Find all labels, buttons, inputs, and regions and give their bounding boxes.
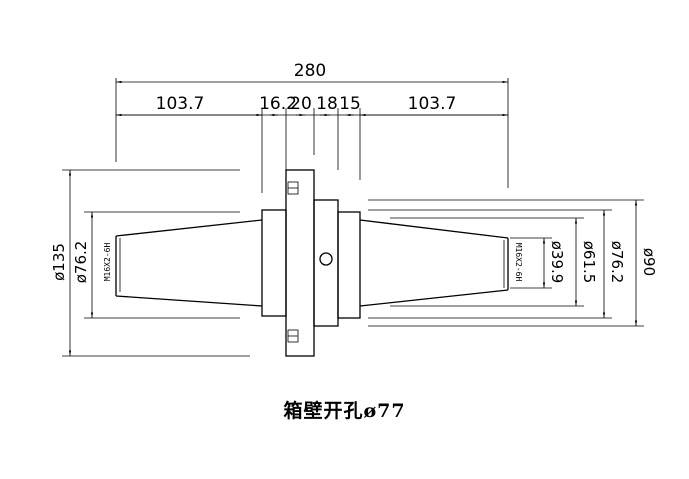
thread-label-right: M16X2-6H xyxy=(514,243,523,282)
right-diameter-39-9: ø39.9 xyxy=(548,241,566,284)
left-diameter-dimensions: ø135 ø76.2 M16X2-6H xyxy=(50,169,250,357)
segment-label-4: 18 xyxy=(316,94,338,114)
left-diameter-135: ø135 xyxy=(50,243,68,281)
shaft-outline xyxy=(115,169,509,357)
thread-label-left: M16X2-6H xyxy=(103,243,112,282)
left-diameter-76-2: ø76.2 xyxy=(72,241,90,284)
right-diameter-dimensions: M16X2-6H ø39.9 ø61.5 ø76.2 ø90 xyxy=(368,199,658,327)
right-diameter-76-2: ø76.2 xyxy=(608,241,626,284)
right-diameter-90: ø90 xyxy=(640,248,658,276)
segment-label-1: 103.7 xyxy=(156,94,205,114)
right-diameter-61-5: ø61.5 xyxy=(580,241,598,284)
segment-label-3: 20 xyxy=(290,94,312,114)
overall-length-label: 280 xyxy=(294,61,326,81)
segment-label-6: 103.7 xyxy=(408,94,457,114)
segment-label-2: 16.2 xyxy=(259,94,297,114)
segment-dimension-chain: 103.7 16.2 20 18 15 103.7 xyxy=(116,94,508,193)
caption: 箱壁开孔ø77 xyxy=(283,400,406,422)
overall-length-dimension: 280 xyxy=(115,61,509,188)
segment-label-5: 15 xyxy=(339,94,361,114)
